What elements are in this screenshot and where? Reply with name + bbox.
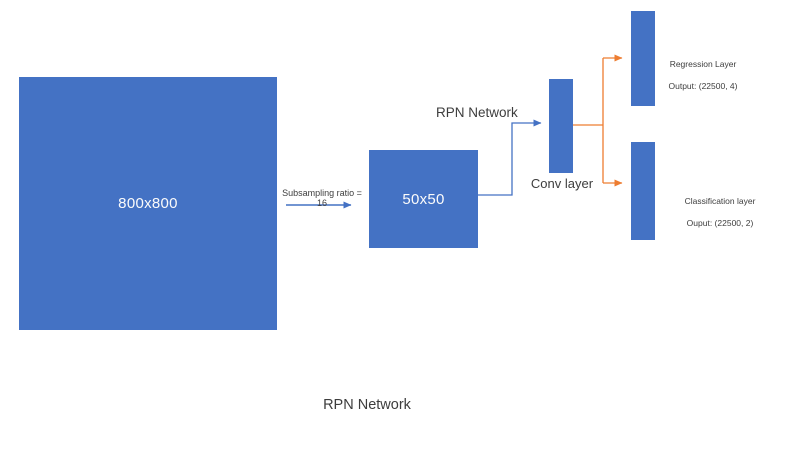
regression-layer-bar bbox=[631, 11, 655, 106]
input-image-box: 800x800 bbox=[19, 77, 277, 330]
classification-layer-label-line2: Ouput: (22500, 2) bbox=[686, 218, 754, 228]
regression-layer-label-line1: Regression Layer bbox=[669, 59, 737, 69]
diagram-caption: RPN Network bbox=[323, 397, 411, 413]
regression-layer-label-line2: Output: (22500, 4) bbox=[668, 81, 738, 91]
classification-layer-bar bbox=[631, 142, 655, 240]
rpn-network-top-label: RPN Network bbox=[436, 105, 518, 120]
classification-layer-label-line1: Classification layer bbox=[684, 196, 756, 206]
classification-layer-label: Classification layer Ouput: (22500, 2) bbox=[672, 185, 768, 240]
feature-map-label: 50x50 bbox=[402, 190, 445, 208]
subsampling-ratio-label: Subsampling ratio = 16 bbox=[282, 188, 362, 208]
feature-map-box: 50x50 bbox=[369, 150, 478, 248]
conv-layer-bar bbox=[549, 79, 573, 173]
conv-layer-label: Conv layer bbox=[530, 176, 594, 191]
input-image-label: 800x800 bbox=[118, 195, 178, 212]
regression-layer-label: Regression Layer Output: (22500, 4) bbox=[658, 48, 748, 103]
